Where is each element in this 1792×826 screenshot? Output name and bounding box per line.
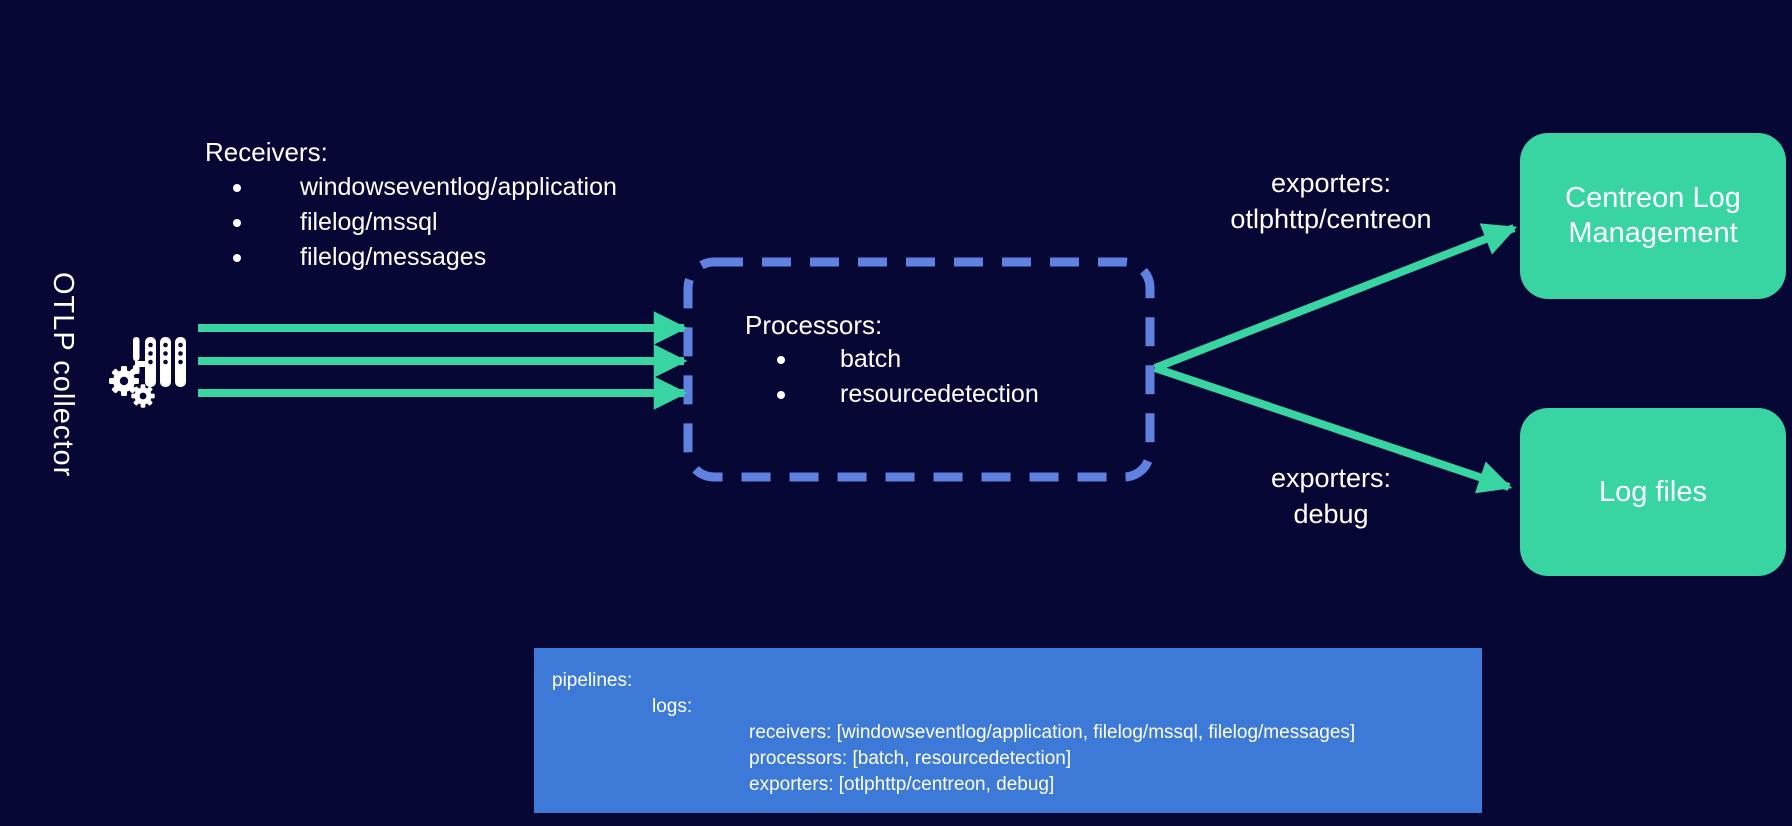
exporter-label-line: exporters: [1270, 168, 1392, 198]
gear-icon [109, 366, 139, 396]
exporter-label-debug: exporters: debug [1181, 460, 1481, 532]
code-line: exporters: [otlphttp/centreon, debug] [749, 774, 1055, 795]
list-item: filelog/mssql [205, 205, 725, 240]
exporter-arrows [1153, 223, 1518, 494]
centreon-log-management-label: Centreon Log Management [1565, 182, 1741, 249]
list-item: batch [688, 342, 1150, 377]
list-item: resourcedetection [688, 377, 1150, 412]
bullet-icon [233, 253, 241, 262]
receivers-block: Receivers: windowseventlog/application f… [205, 137, 725, 275]
log-files-label: Log files [1598, 475, 1707, 508]
processor-item-label: resourcedetection [840, 380, 1039, 408]
bullet-icon [233, 183, 241, 192]
code-line: pipelines: [552, 670, 633, 691]
server-gears-icon [109, 337, 186, 408]
receiver-item-label: windowseventlog/application [300, 173, 617, 201]
gear-small-icon [131, 384, 155, 408]
centreon-log-management-box: Centreon Log Management [1520, 133, 1786, 299]
exporter-label-line: otlphttp/centreon [1230, 204, 1432, 234]
processors-list: batch resourcedetection [688, 342, 1150, 412]
log-files-box: Log files [1520, 408, 1786, 576]
otlp-collector-label: OTLP collector [47, 272, 79, 478]
pipelines-code-box: pipelines: logs: receivers: [windowseven… [534, 648, 1482, 813]
exporter-label-centreon: exporters: otlphttp/centreon [1181, 165, 1481, 237]
code-line: receivers: [windowseventlog/application,… [749, 722, 1356, 743]
receiver-item-label: filelog/mssql [300, 208, 438, 236]
receiver-arrows [198, 311, 688, 410]
processors-title: Processors: [745, 310, 883, 340]
exporter-arrow-centreon [1153, 223, 1518, 372]
receivers-list: windowseventlog/application filelog/mssq… [205, 170, 725, 275]
bullet-icon [777, 390, 785, 399]
bullet-icon [233, 218, 241, 227]
code-line: processors: [batch, resourcedetection] [749, 748, 1072, 769]
bullet-icon [777, 355, 785, 364]
receivers-title: Receivers: [205, 137, 328, 167]
receiver-item-label: filelog/messages [300, 243, 487, 271]
code-line: logs: [652, 696, 693, 717]
processor-item-label: batch [840, 345, 902, 373]
list-item: windowseventlog/application [205, 170, 725, 205]
list-item: filelog/messages [205, 240, 725, 275]
exporter-label-line: debug [1293, 499, 1369, 529]
exporter-label-line: exporters: [1270, 463, 1392, 493]
processors-block: Processors: batch resourcedetection [688, 311, 1150, 412]
